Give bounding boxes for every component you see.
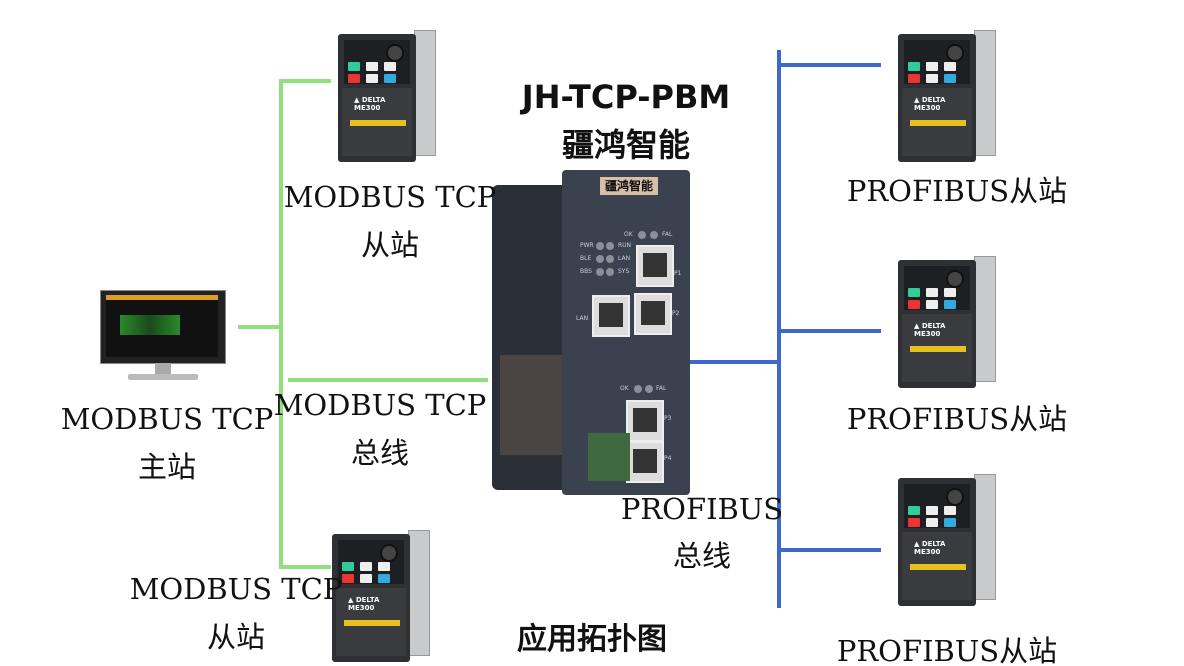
- profibus-bus-label-2: 总线: [672, 539, 732, 573]
- modbus-trunk-line: [279, 79, 283, 569]
- modbus-master-label-2: 主站: [137, 450, 197, 484]
- port-label: LAN: [576, 315, 589, 322]
- port-label: P2: [672, 310, 680, 317]
- modbus-branch-bottom: [279, 565, 331, 569]
- brand-title: 疆鸿智能: [561, 126, 691, 164]
- port-label: P1: [674, 270, 682, 277]
- modbus-bus-label-2: 总线: [350, 436, 410, 470]
- led-label: OK: [624, 231, 633, 238]
- led-label: BLE: [580, 255, 592, 262]
- modbus-slave-bottom-label-2: 从站: [206, 620, 266, 654]
- led-label: RUN: [618, 242, 632, 249]
- modbus-slave-top-label: MODBUS TCP: [283, 180, 497, 214]
- terminal-block: [588, 433, 630, 481]
- profibus-slave-3-label: PROFIBUS从站: [836, 634, 1058, 666]
- modbus-master-label: MODBUS TCP: [60, 402, 274, 436]
- device-brand-plate: 疆鸿智能: [600, 177, 658, 195]
- modbus-branch-gateway: [288, 378, 488, 382]
- led-label: PWR: [580, 242, 594, 249]
- port-p2: [634, 293, 672, 335]
- model-title: JH-TCP-PBM: [521, 78, 731, 116]
- modbus-bus-label: MODBUS TCP: [273, 388, 487, 422]
- profibus-branch-2: [777, 329, 881, 333]
- modbus-slave-bottom-label: MODBUS TCP: [129, 572, 343, 606]
- led-label: BBS: [580, 268, 592, 275]
- profibus-bus-label: PROFIBUS: [620, 492, 784, 526]
- port-lan: [592, 295, 630, 337]
- port-label: P4: [664, 455, 672, 462]
- profibus-branch-1: [777, 63, 881, 67]
- profibus-slave-1-label: PROFIBUS从站: [846, 174, 1068, 208]
- diagram-caption: 应用拓扑图: [517, 622, 667, 657]
- led-label: SYS: [618, 268, 630, 275]
- profibus-branch-gateway: [680, 360, 780, 364]
- modbus-slave-top-label-2: 从站: [360, 228, 420, 262]
- led-label: FAL: [656, 385, 667, 392]
- profibus-branch-3: [777, 548, 881, 552]
- gateway-device: 疆鸿智能 OK FAL PWR RUN BLE LAN BBS SYS P1 L…: [492, 165, 690, 495]
- profibus-slave-2-label: PROFIBUS从站: [846, 402, 1068, 436]
- port-p4: [626, 441, 664, 483]
- modbus-branch-top: [279, 79, 331, 83]
- led-label: OK: [620, 385, 629, 392]
- port-label: P3: [664, 415, 672, 422]
- led-label: LAN: [618, 255, 631, 262]
- port-p1: [636, 245, 674, 287]
- port-p3: [626, 400, 664, 442]
- modbus-master-pc: [100, 290, 226, 390]
- modbus-branch-master: [238, 325, 282, 329]
- led-label: FAL: [662, 231, 673, 238]
